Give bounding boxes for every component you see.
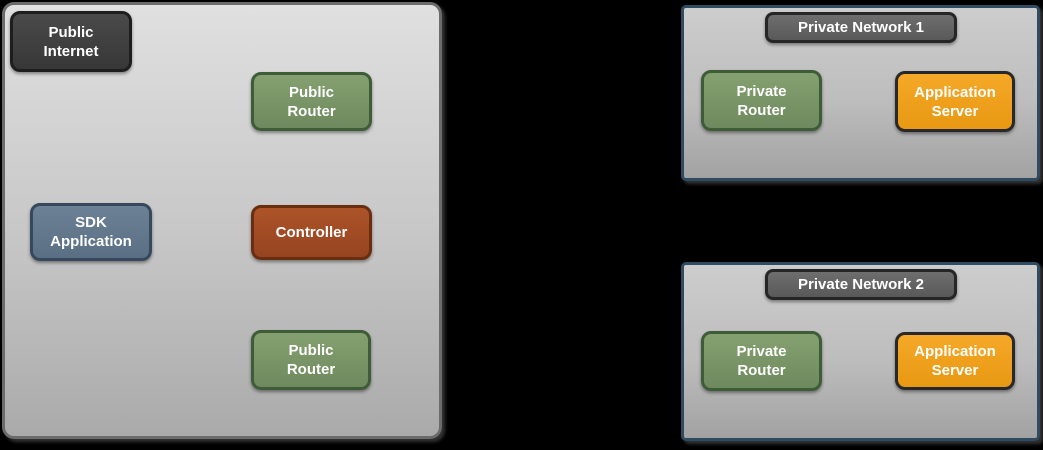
node-private-router-2: Private Router <box>701 331 822 391</box>
node-controller: Controller <box>251 205 372 260</box>
node-public-router-top: Public Router <box>251 72 372 131</box>
private-network-2-zone: Private Network 2 Private Router Applica… <box>681 262 1040 441</box>
node-public-router-bottom: Public Router <box>251 330 371 390</box>
private-network-1-title: Private Network 1 <box>765 12 957 43</box>
private-network-1-zone: Private Network 1 Private Router Applica… <box>681 5 1040 181</box>
node-application-server-2: Application Server <box>895 332 1015 390</box>
node-private-router-1: Private Router <box>701 70 822 131</box>
node-sdk-application: SDK Application <box>30 203 152 261</box>
node-application-server-1: Application Server <box>895 71 1015 132</box>
private-network-2-title: Private Network 2 <box>765 269 957 300</box>
node-public-internet: Public Internet <box>10 11 132 72</box>
public-internet-zone: Public Internet Public Router SDK Applic… <box>2 2 442 439</box>
